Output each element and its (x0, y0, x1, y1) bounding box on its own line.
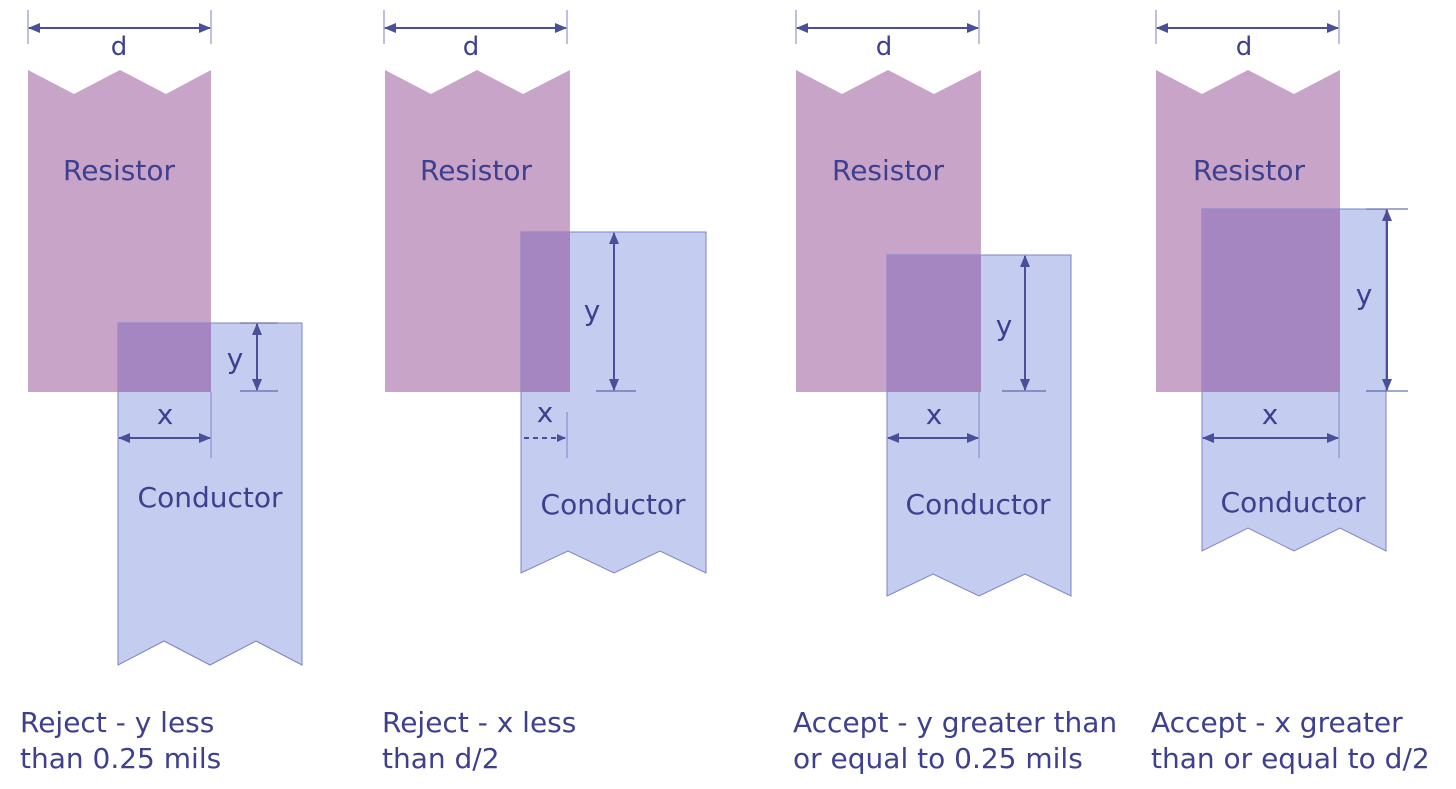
overlap-region (887, 255, 981, 392)
resistor-label: Resistor (63, 154, 175, 187)
overlap-region (118, 323, 211, 392)
panel-2: d Resistor Conductor y x (383, 10, 707, 574)
y-dimension-label: y (227, 342, 244, 375)
caption-panel-3: Accept - y greater than or equal to 0.25… (793, 705, 1117, 777)
x-dimension-label: x (926, 398, 943, 431)
panel-4: d Resistor Conductor y x (1155, 10, 1408, 552)
conductor-label: Conductor (138, 481, 283, 514)
overlap-region (1202, 209, 1340, 392)
d-dimension: d (1155, 10, 1340, 62)
y-dimension-label: y (1356, 278, 1373, 311)
caption-line: than d/2 (382, 742, 500, 775)
y-dimension-label: y (996, 309, 1013, 342)
x-dimension: x (524, 396, 568, 458)
conductor-label: Conductor (1221, 486, 1366, 519)
overlap-region (521, 232, 570, 392)
resistor-shape (28, 70, 211, 392)
d-dimension: d (27, 10, 212, 62)
conductor-label: Conductor (541, 488, 686, 521)
caption-line: Accept - x greater (1151, 706, 1403, 739)
y-dimension-label: y (584, 294, 601, 327)
caption-panel-2: Reject - x less than d/2 (382, 705, 576, 777)
y-dimension: y (1356, 208, 1408, 392)
y-dimension: y (996, 255, 1046, 392)
caption-line: Accept - y greater than (793, 706, 1118, 739)
d-dimension: d (795, 10, 980, 62)
caption-line: or equal to 0.25 mils (793, 742, 1083, 775)
conductor-label: Conductor (906, 488, 1051, 521)
resistor-label: Resistor (420, 154, 532, 187)
resistor-label: Resistor (832, 154, 944, 187)
x-dimension-label: x (537, 396, 554, 429)
x-dimension: x (887, 392, 980, 458)
panel-1: d Resistor Conductor y x (27, 10, 303, 666)
d-dimension: d (383, 10, 568, 62)
caption-panel-4: Accept - x greater than or equal to d/2 (1151, 705, 1430, 777)
d-dimension-label: d (463, 32, 480, 62)
d-dimension-label: d (876, 32, 893, 62)
d-dimension-label: d (111, 32, 128, 62)
x-dimension: x (1202, 392, 1340, 458)
x-dimension: x (118, 392, 212, 458)
resistor-label: Resistor (1193, 154, 1305, 187)
caption-line: Reject - y less (20, 706, 215, 739)
caption-line: than or equal to d/2 (1151, 742, 1430, 775)
y-dimension: y (584, 232, 636, 392)
x-dimension-label: x (1262, 398, 1279, 431)
caption-panel-1: Reject - y less than 0.25 mils (20, 705, 221, 777)
conductor-shape (117, 322, 303, 666)
d-dimension-label: d (1236, 32, 1253, 62)
y-dimension: y (227, 322, 278, 392)
caption-line: than 0.25 mils (20, 742, 222, 775)
panel-3: d Resistor Conductor y x (795, 10, 1072, 597)
caption-line: Reject - x less (382, 706, 577, 739)
x-dimension-label: x (157, 398, 174, 431)
